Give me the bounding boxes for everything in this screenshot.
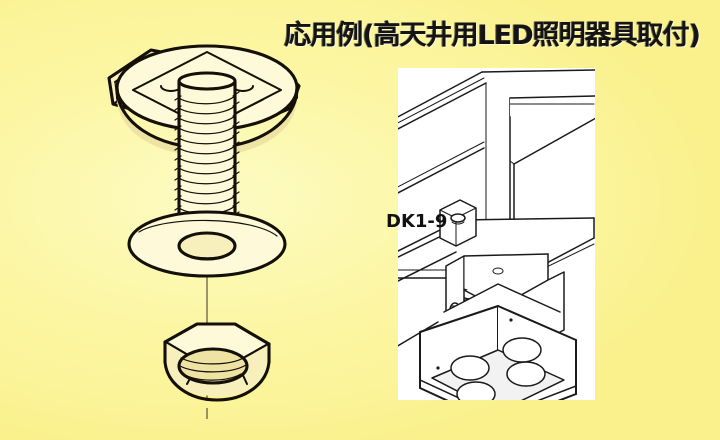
flat-washer-part xyxy=(127,210,287,278)
exploded-hardware-assembly xyxy=(95,24,335,424)
hex-nut-part xyxy=(163,322,271,402)
photo-illustration xyxy=(398,69,595,400)
application-example-photo xyxy=(398,68,595,400)
high-bay-led-fixture xyxy=(419,283,577,400)
callout-leader-line-2 xyxy=(398,321,439,347)
page-title: 応用例(高天井用LED照明器具取付) xyxy=(284,19,701,51)
callout-leader-line xyxy=(398,251,457,282)
product-code-callout: DK1-9 xyxy=(386,211,448,232)
dk1-9-beam-clamp xyxy=(439,199,477,247)
page-title-banner: 応用例(高天井用LED照明器具取付) xyxy=(284,14,701,56)
